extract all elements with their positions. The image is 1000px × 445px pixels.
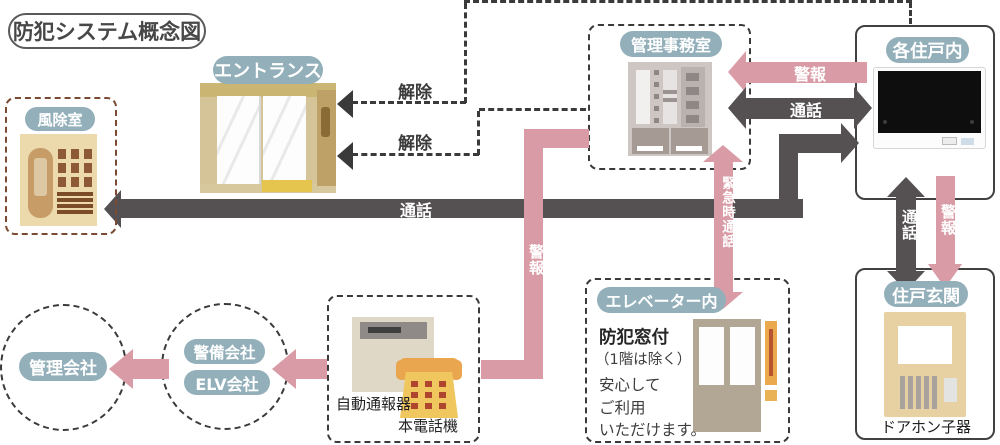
call-main-line: [120, 199, 803, 218]
alarm-link-line: [543, 129, 589, 148]
alarm-office-arrowhead-icon: [728, 51, 746, 93]
entrance-door: [217, 96, 261, 184]
management-company-label: 管理会社: [19, 352, 107, 381]
call-door-line: [896, 195, 916, 272]
alarm-office-line: [746, 62, 867, 83]
unlock-upper-line: [464, 0, 912, 3]
call-office-label: 通話: [789, 100, 822, 120]
emergency-call-line: [714, 160, 733, 293]
door-label: 住戸玄関: [884, 281, 968, 307]
entrance-mat: [262, 180, 312, 192]
call-door-arrowhead-icon: [887, 177, 925, 197]
call-door-label: 通話: [900, 209, 918, 241]
doorphone-device-label: ドアホン子器: [880, 418, 971, 436]
entrance-label: エントランス: [213, 56, 323, 84]
call-branch-line: [779, 134, 841, 153]
doorphone-illustration: [884, 312, 966, 417]
security-window-icon: [769, 329, 773, 376]
call-office-arrowhead-icon: [854, 87, 872, 129]
call-branch-line: [779, 134, 798, 218]
entrance-illustration: [200, 83, 336, 193]
elv-company-label: ELV会社: [184, 370, 270, 395]
elevator-note-line: いただけます。: [599, 421, 706, 439]
doorphone-button: [944, 378, 957, 402]
alarm-door-label: 警報: [939, 204, 957, 236]
vestibule-box: [5, 97, 117, 235]
elevator-headline: 防犯窓付: [599, 328, 669, 348]
entrance-door: [263, 96, 306, 184]
companies-link-line: [133, 359, 169, 379]
call-main-label: 通話: [399, 200, 432, 220]
alarm-office-label: 警報: [793, 64, 826, 84]
alarm-to-companies-arrowhead-icon: [272, 349, 296, 389]
unlock-lower-label: 解除: [398, 134, 432, 154]
unit-label: 各住戸内: [886, 37, 969, 63]
security-window-icon: [765, 390, 777, 401]
telephone-illustration: [396, 354, 462, 420]
call-branch-arrowhead-icon: [841, 123, 859, 163]
unlock-upper-line: [909, 2, 912, 24]
alarm-link-line: [481, 360, 525, 379]
reporter-label: 自動通報器: [336, 395, 412, 413]
unlock-upper-line: [352, 101, 466, 104]
unlock-lower-line: [479, 108, 586, 111]
unlock-lower-arrowhead-icon: [337, 142, 353, 170]
alarm-link-label: 警報: [527, 244, 545, 276]
elevator-label: エレベーター内: [597, 287, 726, 313]
office-label: 管理事務室: [620, 31, 722, 57]
vestibule-intercom-illustration: [20, 134, 97, 226]
elevator-box: [585, 278, 790, 443]
entrance-handle: [321, 107, 330, 137]
unlock-upper-label: 解除: [398, 83, 432, 103]
elevator-note-line: （1階は除く）: [595, 352, 692, 368]
unlock-lower-line: [352, 153, 479, 156]
security-elv-company-circle: [161, 303, 289, 430]
telephone-label: 本電話機: [398, 417, 459, 435]
security-company-label: 警備会社: [184, 339, 265, 364]
emergency-call-label: 緊急時通話: [719, 176, 735, 249]
unlock-upper-line: [464, 3, 467, 103]
alarm-door-line: [936, 176, 955, 265]
elevator-note-line: 安心して: [599, 376, 661, 394]
monitor-screen: [878, 71, 981, 133]
unlock-lower-line: [477, 111, 480, 155]
alarm-to-companies-line: [296, 359, 327, 379]
call-office-line: [746, 98, 854, 119]
diagram-title: 防犯システム概念図: [8, 13, 206, 49]
doorphone-screen: [898, 326, 952, 364]
alarm-link-line: [524, 129, 543, 379]
emergency-call-arrowhead-icon: [703, 145, 743, 162]
companies-link-arrowhead-icon: [109, 349, 133, 389]
elevator-door-illustration: [693, 319, 761, 432]
reporter-box: [327, 295, 480, 443]
unlock-upper-arrowhead-icon: [337, 90, 353, 118]
call-office-arrowhead-icon: [728, 87, 746, 129]
vestibule-label: 風除室: [25, 107, 95, 131]
office-box: [588, 24, 751, 170]
unit-monitor-illustration: [873, 67, 986, 149]
elevator-note-line: ご利用: [599, 399, 646, 417]
telephone-handset: [398, 358, 460, 373]
office-panel-illustration: [628, 62, 712, 156]
